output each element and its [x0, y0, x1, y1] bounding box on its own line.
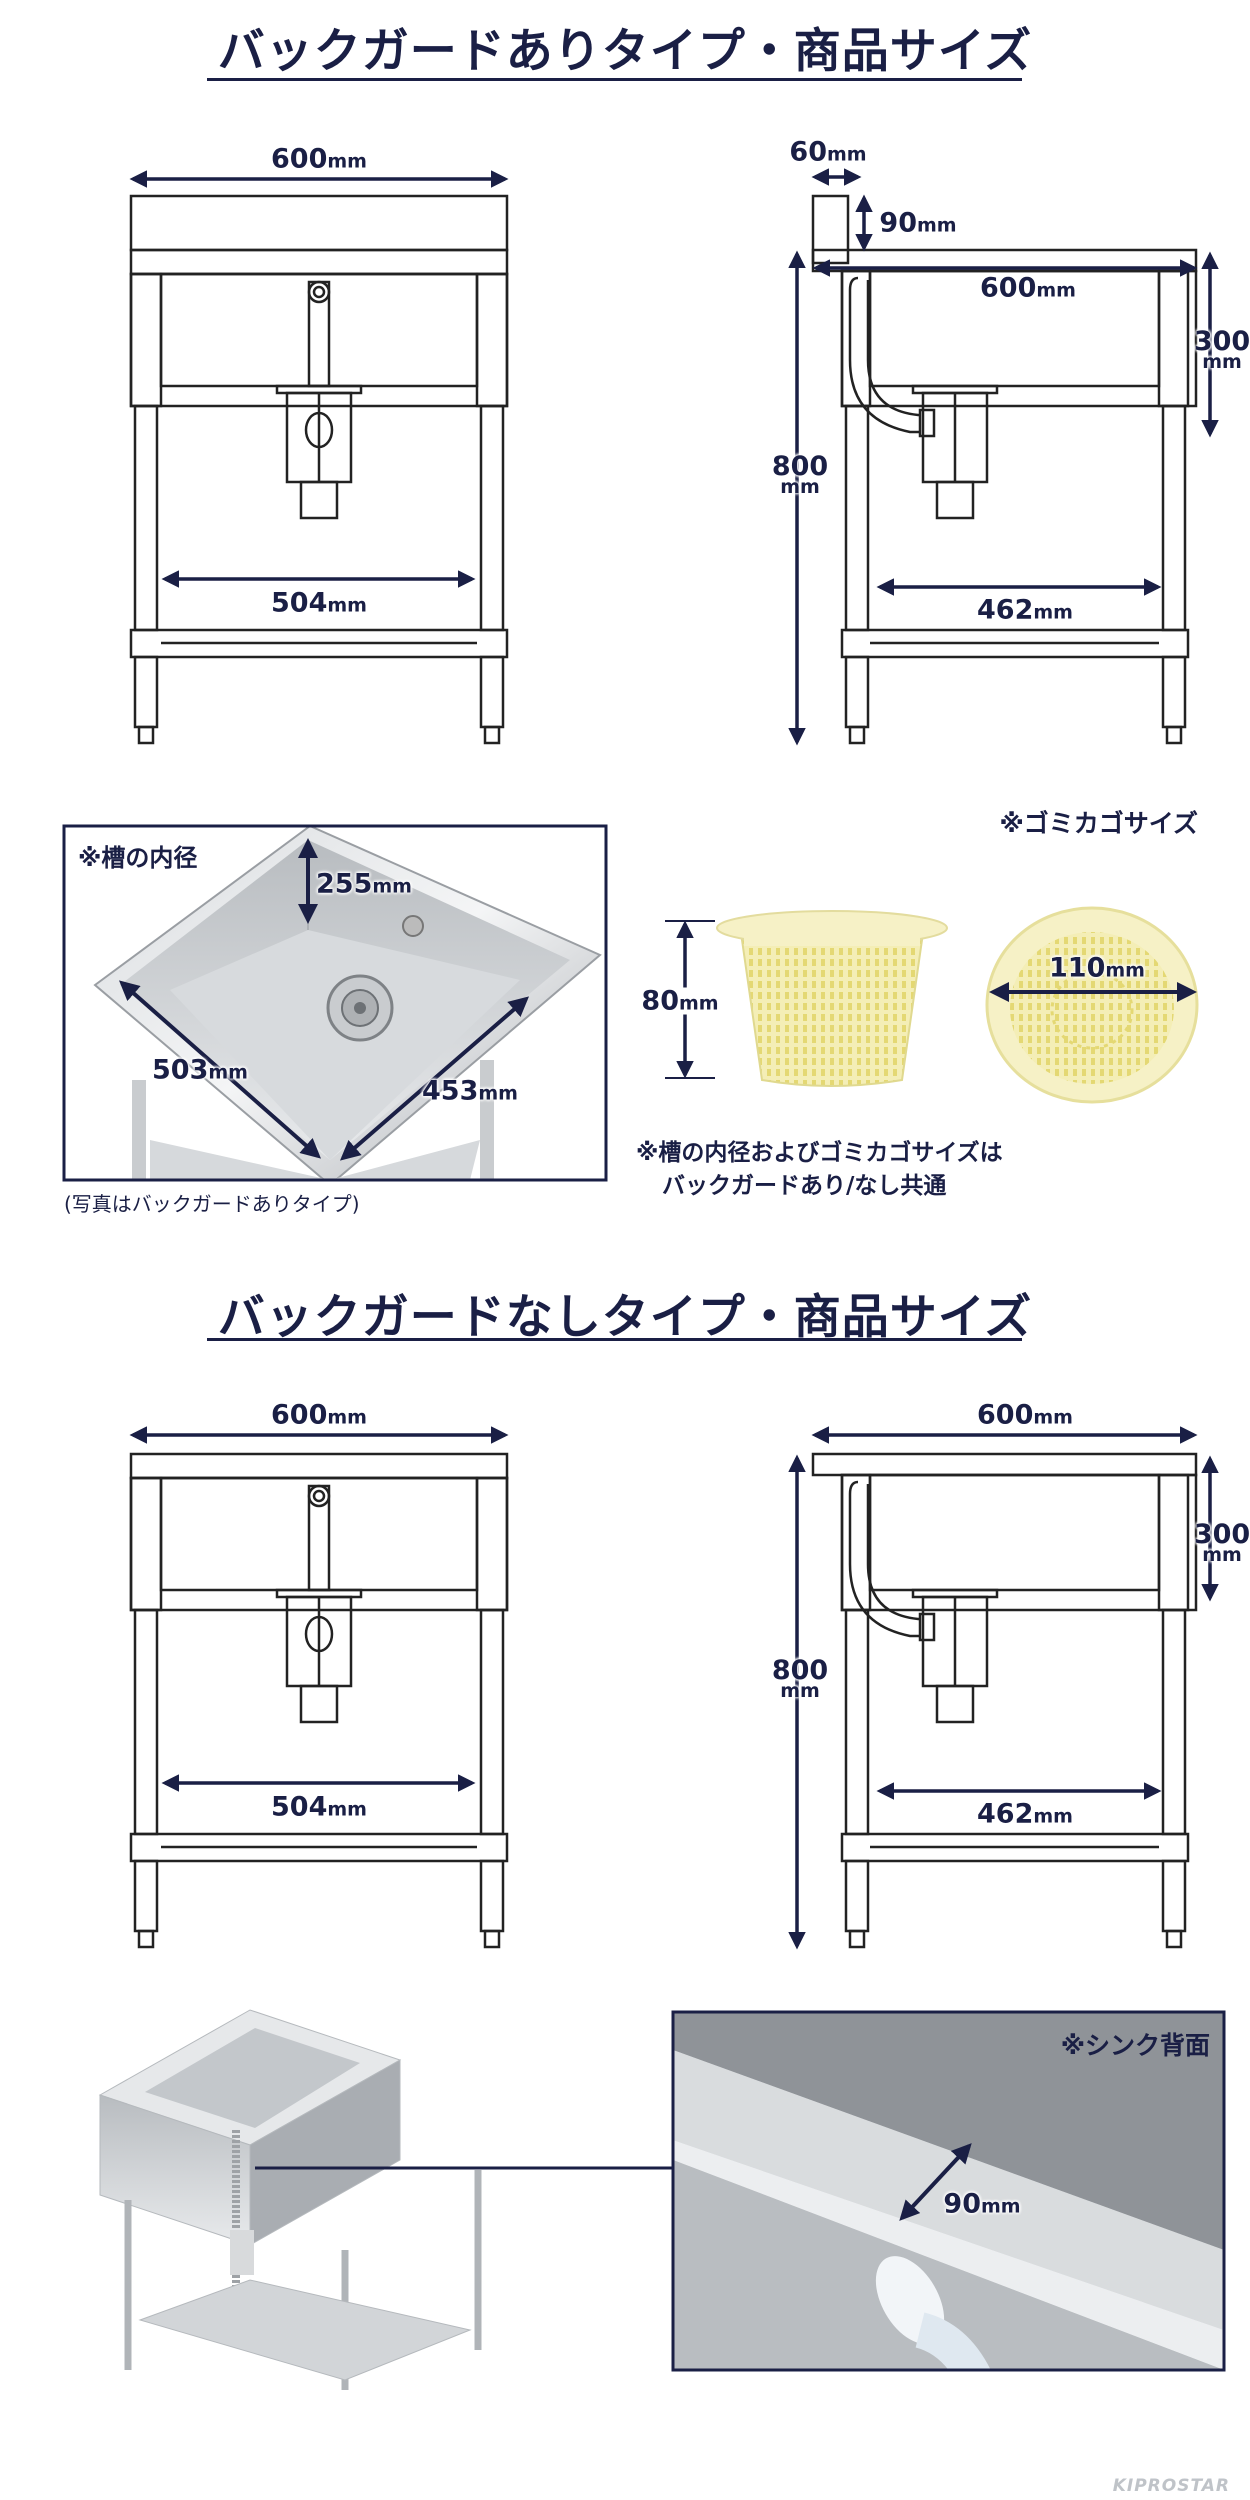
front2-inner-width-label: 504mm	[271, 1791, 367, 1823]
inner-size-photo	[62, 824, 608, 1182]
side2-depth-label: 600mm	[977, 1399, 1073, 1431]
front-view-with-backguard	[129, 170, 509, 745]
front-inner-width-label: 504mm	[271, 587, 367, 619]
basket-size-label: ※ゴミカゴサイズ	[999, 809, 1198, 838]
basket-diameter-label: 110mm	[1049, 952, 1145, 984]
basket-note-line2: バックガードあり/なし共通	[662, 1173, 947, 1199]
side2-inner-label: 462mm	[977, 1798, 1073, 1830]
basket-height-label: 80mm	[641, 985, 719, 1017]
side-depth-label: 600mm	[980, 272, 1076, 304]
backguard-side	[811, 194, 850, 265]
side-view-with-backguard	[788, 168, 1219, 746]
photo-frame	[62, 824, 608, 1182]
front2-width-label: 600mm	[271, 1399, 367, 1431]
inner-width-label: 453mm	[422, 1075, 518, 1107]
back-gap-label: 90mm	[943, 2188, 1021, 2220]
basket-top-photo	[985, 906, 1199, 1104]
front-width-label: 600mm	[271, 143, 367, 175]
front-view-without-backguard	[129, 1426, 509, 1949]
sink-3d-photo	[98, 2009, 673, 2390]
brand-logo: KIPROSTAR	[1112, 2476, 1230, 2496]
side-inner-label: 462mm	[977, 594, 1073, 626]
back-detail-photo	[671, 2010, 1226, 2372]
section2-title: バックガードなしタイプ・商品サイズ	[217, 1290, 1033, 1345]
inner-size-label: ※槽の内径	[78, 844, 198, 872]
side-view-without-backguard	[788, 1426, 1219, 1950]
section1-title-underline	[207, 78, 1022, 81]
guard-depth-label: 60mm	[789, 136, 867, 168]
backguard	[129, 194, 509, 252]
inner-length-label: 503mm	[152, 1054, 248, 1086]
back-detail-label: ※シンク背面	[1060, 2031, 1210, 2060]
basket-note-line1: ※槽の内径およびゴミカゴサイズは	[636, 1140, 1003, 1166]
section2-title-underline	[207, 1338, 1022, 1341]
photo-caption: (写真はバックガードありタイプ)	[64, 1192, 360, 1216]
inner-depth-label: 255mm	[316, 868, 412, 900]
section1-title: バックガードありタイプ・商品サイズ	[217, 24, 1033, 79]
guard-height-label: 90mm	[879, 207, 957, 239]
